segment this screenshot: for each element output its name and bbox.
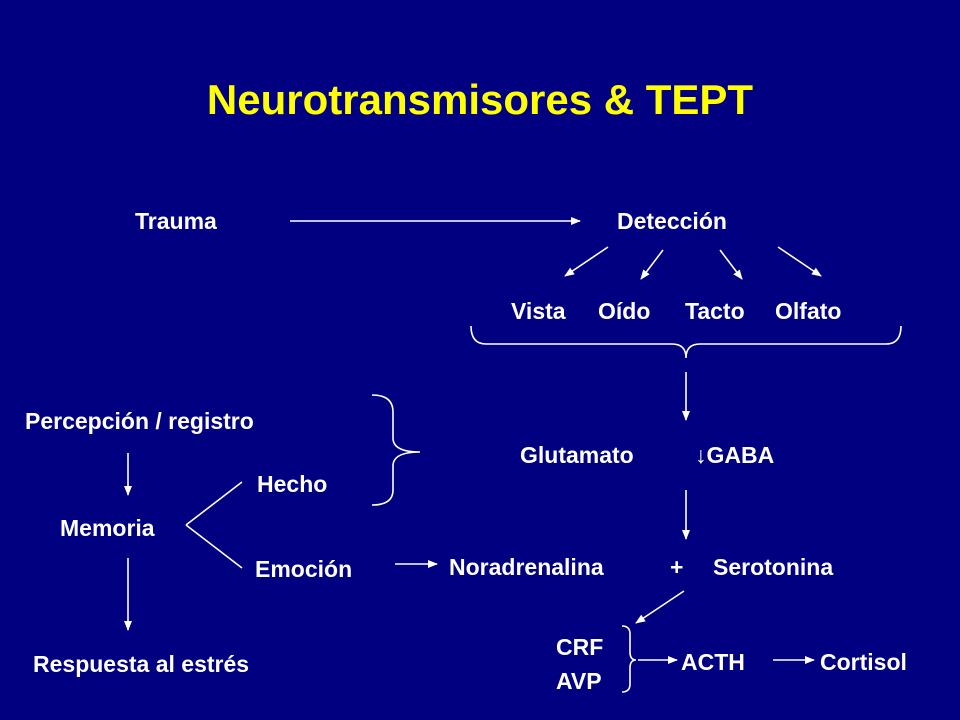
label-trauma: Trauma — [135, 208, 217, 234]
label-cortisol: Cortisol — [820, 649, 907, 675]
arrow-to-olfato — [777, 246, 822, 277]
label-serotonina: Serotonina — [713, 554, 834, 580]
branch-to-hecho — [185, 481, 243, 526]
label-emocion: Emoción — [255, 556, 353, 582]
arrow-to-oido — [640, 249, 664, 280]
arrow-to-crf — [635, 590, 685, 624]
label-noradrenalina: Noradrenalina — [449, 554, 604, 580]
label-avp: AVP — [556, 668, 602, 694]
label-deteccion: Detección — [617, 208, 727, 234]
label-olfato: Olfato — [775, 298, 842, 324]
label-oido: Oído — [598, 298, 651, 324]
label-plus: + — [670, 554, 684, 580]
label-hecho: Hecho — [257, 471, 328, 497]
branch-to-emocion — [185, 524, 243, 569]
label-respuesta: Respuesta al estrés — [33, 651, 250, 677]
label-vista: Vista — [511, 298, 566, 324]
arrow-to-tacto — [719, 249, 743, 280]
label-crf: CRF — [556, 634, 604, 660]
label-memoria: Memoria — [60, 515, 155, 541]
label-tacto: Tacto — [685, 298, 745, 324]
label-gaba: ↓GABA — [695, 442, 775, 468]
label-glutamato: Glutamato — [520, 442, 634, 468]
senses-brace — [470, 325, 902, 359]
hormone-brace — [621, 625, 637, 693]
label-acth: ACTH — [681, 649, 745, 675]
memory-brace — [371, 394, 421, 506]
arrow-to-vista — [564, 246, 609, 277]
slide-title: Neurotransmisores & TEPT — [206, 76, 754, 123]
label-percepcion: Percepción / registro — [25, 408, 254, 434]
